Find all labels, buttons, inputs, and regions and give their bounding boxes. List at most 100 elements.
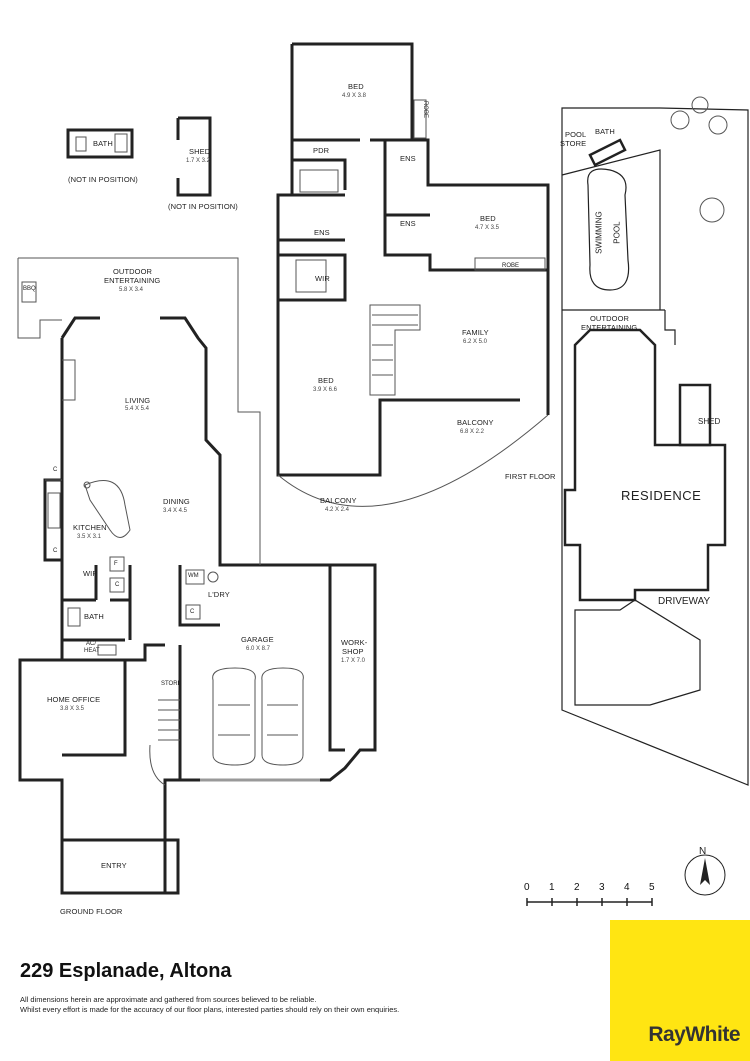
label-ground-floor: GROUND FLOOR — [60, 907, 123, 916]
detached-bath-wall — [66, 128, 134, 159]
ens-wall — [278, 193, 345, 242]
bath-wall — [60, 600, 132, 642]
label-residence: RESIDENCE — [621, 488, 702, 503]
pdr-wall — [292, 158, 347, 190]
label-dining-dim: 3.4 X 4.5 — [163, 508, 188, 514]
label-outdoor-dim: 5.8 X 3.4 — [119, 287, 144, 293]
label-bed-3: BED — [318, 376, 334, 385]
driveway-outline — [574, 599, 701, 706]
brand-logo: RayWhite — [648, 1023, 740, 1046]
label-outdoor-1: OUTDOOR — [113, 267, 153, 276]
label-site-outdoor-2: ENTERTAINING — [581, 323, 638, 332]
scale-tick-5: 5 — [649, 882, 655, 893]
outdoor-boundary — [562, 309, 676, 345]
robe-2 — [474, 257, 546, 271]
label-family: FAMILY — [462, 328, 489, 337]
label-ens-1: ENS — [400, 154, 416, 163]
label-ens-2: ENS — [400, 219, 416, 228]
label-laundry: L'DRY — [208, 590, 230, 599]
label-first-floor: FIRST FLOOR — [505, 472, 556, 481]
label-pdr: PDR — [313, 146, 330, 155]
robe-wall — [383, 140, 548, 272]
label-site-outdoor-1: OUTDOOR — [590, 314, 630, 323]
label-bed-2: BED — [480, 214, 496, 223]
label-not-in-position-2: (NOT IN POSITION) — [168, 202, 238, 211]
balcony-curve — [277, 414, 549, 507]
label-site-shed: SHED — [698, 417, 721, 426]
label-bed-1-dim: 4.9 X 3.8 — [342, 93, 367, 99]
label-ens-3: ENS — [314, 228, 330, 237]
label-ac-2: HEAT — [84, 648, 100, 654]
sink-icon — [83, 481, 91, 489]
label-home-office: HOME OFFICE — [47, 695, 101, 704]
scale-tick-0: 0 — [524, 882, 530, 893]
bathtub — [299, 169, 339, 193]
label-bbq: BBQ — [23, 286, 36, 292]
label-living: LIVING — [125, 396, 151, 405]
label-wir: WIR — [315, 274, 330, 283]
label-workshop-1: WORK- — [341, 638, 368, 647]
label-cupboard-1: C — [53, 467, 58, 473]
label-robe-1: ROBE — [421, 100, 428, 118]
label-dining: DINING — [163, 497, 190, 506]
disclaimer-line-2: Whilst every effort is made for the accu… — [20, 1005, 400, 1014]
car-right — [261, 667, 304, 766]
car-left — [212, 667, 256, 766]
label-outdoor-2: ENTERTAINING — [104, 276, 161, 285]
label-bath: BATH — [84, 612, 104, 621]
label-bed-3-dim: 3.9 X 6.6 — [313, 387, 338, 393]
label-not-in-position-1: (NOT IN POSITION) — [68, 175, 138, 184]
label-living-dim: 5.4 X 5.4 — [125, 406, 150, 412]
label-robe-2: ROBE — [502, 263, 520, 269]
label-entry: ENTRY — [101, 861, 127, 870]
residence-outline — [563, 328, 727, 602]
compass-north-label: N — [699, 846, 707, 857]
shed-site — [678, 383, 712, 447]
brand-block: RayWhite — [610, 920, 750, 1061]
label-driveway: DRIVEWAY — [658, 596, 711, 607]
label-workshop-dim: 1.7 X 7.0 — [341, 658, 366, 664]
label-home-office-dim: 3.8 X 3.5 — [60, 706, 85, 712]
disclaimer-line-1: All dimensions herein are approximate an… — [20, 995, 317, 1004]
robe-1 — [413, 99, 427, 139]
pool-store-bath — [588, 138, 627, 167]
label-pool-store-1: POOL — [565, 130, 587, 139]
label-kitchen-dim: 3.5 X 3.1 — [77, 534, 102, 540]
label-workshop-2: SHOP — [342, 647, 364, 656]
label-wip: WIP — [83, 569, 98, 578]
scale-bar — [526, 898, 653, 906]
cooktop — [47, 492, 61, 529]
label-garage-dim: 6.0 X 8.7 — [246, 646, 271, 652]
swimming-pool — [587, 168, 630, 291]
label-site-bath: BATH — [595, 127, 615, 136]
scale-tick-3: 3 — [599, 882, 605, 893]
scale-tick-4: 4 — [624, 882, 630, 893]
label-swimming: SWIMMING — [594, 211, 604, 254]
label-bed-2-dim: 4.7 X 3.5 — [475, 225, 500, 231]
pool-fence — [561, 149, 661, 310]
label-fridge: F — [114, 561, 118, 567]
label-balcony-1-dim: 6.8 X 2.2 — [460, 429, 485, 435]
label-cupboard-2: C — [53, 548, 58, 554]
label-family-dim: 6.2 X 5.0 — [463, 339, 488, 345]
label-cupboard-3: C — [115, 582, 120, 588]
site-boundary — [561, 107, 749, 786]
label-pool-store-2: STORE — [560, 139, 587, 148]
ground-stairs — [158, 699, 180, 741]
bbq-box — [21, 281, 37, 303]
outdoor-area-outline — [18, 257, 261, 565]
entry-porch — [165, 838, 180, 895]
label-detached-bath: BATH — [93, 139, 113, 148]
label-garage: GARAGE — [241, 635, 274, 644]
scale-tick-2: 2 — [574, 882, 580, 893]
shed-wall — [176, 116, 212, 197]
label-balcony-2: BALCONY — [320, 496, 357, 505]
label-kitchen: KITCHEN — [73, 523, 107, 532]
wir-shelf — [295, 259, 327, 293]
scale-tick-1: 1 — [549, 882, 555, 893]
bbq-bench — [17, 258, 62, 339]
living-nook — [62, 359, 76, 401]
label-cupboard-4: C — [190, 609, 195, 615]
